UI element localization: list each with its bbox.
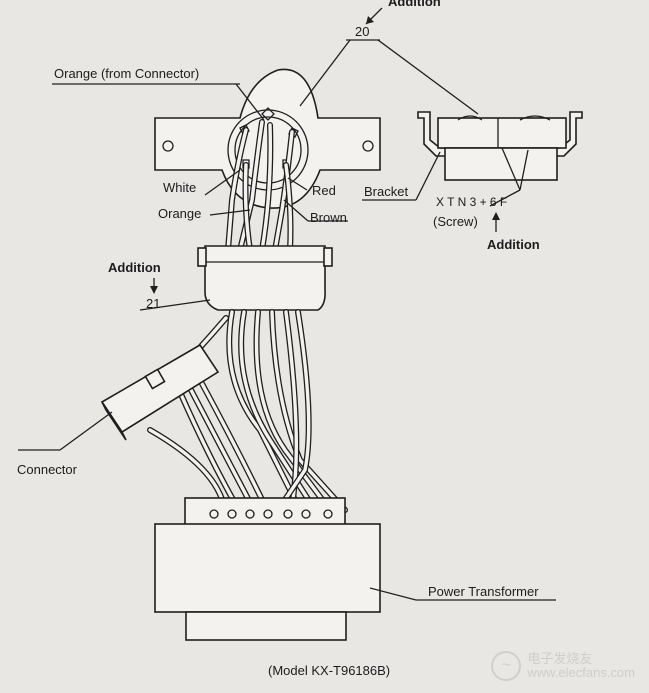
label-ref-21: 21: [146, 296, 160, 311]
label-orange-from-connector: Orange (from Connector): [54, 66, 199, 81]
transformer-terminals: [209, 509, 333, 519]
power-transformer: [154, 497, 381, 641]
label-addition-top: Addition: [388, 0, 441, 9]
label-screw: (Screw): [433, 214, 478, 229]
harness-wires: [147, 309, 348, 515]
label-ref-20: 20: [355, 24, 369, 39]
label-model: (Model KX-T96186B): [268, 663, 390, 678]
mount-hole-left: [162, 140, 174, 152]
label-addition-left: Addition: [108, 260, 161, 275]
watermark-line1: 电子发烧友: [527, 651, 593, 666]
watermark-line2: www.elecfans.com: [527, 665, 635, 680]
label-white: White: [163, 180, 196, 195]
label-orange: Orange: [158, 206, 201, 221]
text-labels: Addition 20 Orange (from Connector) Whit…: [17, 0, 540, 678]
watermark: ~ 电子发烧友 www.elecfans.com: [491, 651, 635, 681]
mount-hole-right: [362, 140, 374, 152]
label-screw-code: X T N 3 + 6 F: [436, 195, 507, 209]
label-brown: Brown: [310, 210, 347, 225]
bracket-detail: [417, 111, 583, 181]
connector-block-21: [197, 245, 333, 311]
side-connector: [100, 343, 220, 441]
ef-logo-icon: ~: [491, 651, 522, 681]
socket-wires: [225, 119, 295, 253]
label-red: Red: [312, 183, 336, 198]
leader-lines: [18, 7, 556, 601]
label-bracket: Bracket: [364, 184, 408, 199]
label-power-transformer: Power Transformer: [428, 584, 539, 599]
watermark-text: 电子发烧友 www.elecfans.com: [527, 652, 635, 680]
label-connector: Connector: [17, 462, 78, 477]
label-addition-right: Addition: [487, 237, 540, 252]
